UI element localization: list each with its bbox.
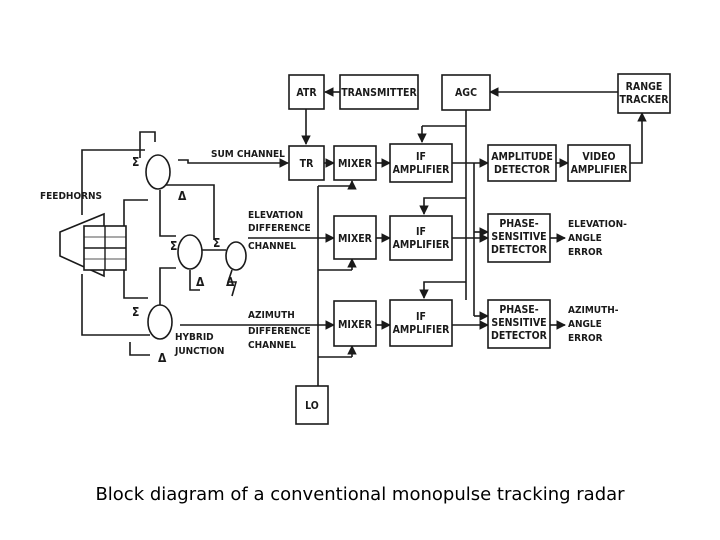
hybrid-junction-elevation [225,241,247,271]
difference-symbol-2: Δ [196,275,205,289]
difference-symbol-4: Δ [158,351,167,365]
sum-symbol-2: Σ [170,239,177,253]
azimuth-phase-detector-block: PHASE- SENSITIVE DETECTOR [487,299,551,349]
svg-text:AMPLIFIER: AMPLIFIER [393,164,451,176]
hybrid-junction-sum [145,154,171,190]
svg-text:SENSITIVE: SENSITIVE [491,231,546,243]
figure-caption: Block diagram of a conventional monopuls… [95,484,625,505]
svg-text:AMPLIFIER: AMPLIFIER [393,239,451,251]
svg-text:LO: LO [305,400,319,412]
svg-text:DETECTOR: DETECTOR [491,330,548,342]
svg-text:IF: IF [416,226,426,238]
sum-symbol-4: Σ [132,305,139,319]
amplitude-detector-block: AMPLITUDE DETECTOR [487,144,557,182]
hybrid-junction-azimuth [147,304,173,340]
svg-text:JUNCTION: JUNCTION [174,346,224,357]
svg-text:DIFFERENCE: DIFFERENCE [248,326,311,337]
hybrid-junction-label: HYBRID JUNCTION [174,332,224,357]
difference-symbol-1: Δ [178,189,187,203]
svg-text:MIXER: MIXER [338,158,373,170]
svg-text:VIDEO: VIDEO [582,151,615,163]
sum-symbol-1: Σ [132,155,139,169]
svg-text:RANGE: RANGE [626,81,663,93]
difference-symbol-3: Δ [226,275,235,289]
feedhorn-array [59,212,127,278]
range-tracker-block: RANGE TRACKER [617,73,671,114]
svg-text:ERROR: ERROR [568,247,603,258]
sum-symbol-3: Σ [213,236,220,250]
transmitter-block: TRANSMITTER [339,74,419,110]
svg-text:TRANSMITTER: TRANSMITTER [341,87,417,99]
sum-if-amplifier-block: IF AMPLIFIER [389,143,453,183]
svg-text:CHANNEL: CHANNEL [248,241,296,252]
svg-text:PHASE-: PHASE- [499,304,538,316]
svg-text:ELEVATION: ELEVATION [248,210,303,221]
svg-text:MIXER: MIXER [338,319,373,331]
elevation-phase-detector-block: PHASE- SENSITIVE DETECTOR [487,213,551,263]
atr-block: ATR [288,74,325,110]
svg-text:CHANNEL: CHANNEL [248,340,296,351]
hybrid-junction-middle [177,234,203,270]
signal-lines [81,87,647,386]
azimuth-if-amplifier-block: IF AMPLIFIER [389,299,453,347]
svg-text:MIXER: MIXER [338,233,373,245]
svg-text:ANGLE: ANGLE [568,319,602,330]
svg-text:AZIMUTH: AZIMUTH [248,310,295,321]
svg-text:SENSITIVE: SENSITIVE [491,317,546,329]
svg-text:AGC: AGC [455,87,477,99]
svg-text:IF: IF [416,311,426,323]
svg-text:HYBRID: HYBRID [175,332,214,343]
sum-mixer-block: MIXER [333,145,377,181]
tr-block: TR [288,145,325,181]
feedhorns-label: FEEDHORNS [40,191,102,202]
azimuth-angle-error-label: AZIMUTH- ANGLE ERROR [568,305,619,344]
svg-text:DIFFERENCE: DIFFERENCE [248,223,311,234]
elevation-angle-error-label: ELEVATION- ANGLE ERROR [568,219,627,258]
svg-text:IF: IF [416,151,426,163]
svg-text:ANGLE: ANGLE [568,233,602,244]
svg-text:AMPLIFIER: AMPLIFIER [571,164,629,176]
svg-text:PHASE-: PHASE- [499,218,538,230]
video-amplifier-block: VIDEO AMPLIFIER [567,144,631,182]
svg-text:AMPLIFIER: AMPLIFIER [393,324,451,336]
svg-text:AMPLITUDE: AMPLITUDE [491,151,553,163]
local-oscillator-block: LO [295,385,329,425]
sum-channel-label: SUM CHANNEL [211,149,285,160]
elevation-channel-label: ELEVATION DIFFERENCE CHANNEL [248,210,311,252]
azimuth-mixer-block: MIXER [333,300,377,347]
svg-text:ERROR: ERROR [568,333,603,344]
svg-text:ATR: ATR [296,87,317,99]
azimuth-channel-label: AZIMUTH DIFFERENCE CHANNEL [248,310,311,351]
svg-text:TRACKER: TRACKER [619,94,669,106]
elevation-mixer-block: MIXER [333,215,377,260]
svg-text:AZIMUTH-: AZIMUTH- [568,305,619,316]
elevation-if-amplifier-block: IF AMPLIFIER [389,215,453,261]
agc-block: AGC [441,74,491,111]
svg-text:TR: TR [300,158,314,170]
svg-text:DETECTOR: DETECTOR [494,164,551,176]
svg-text:ELEVATION-: ELEVATION- [568,219,627,230]
svg-text:DETECTOR: DETECTOR [491,244,548,256]
